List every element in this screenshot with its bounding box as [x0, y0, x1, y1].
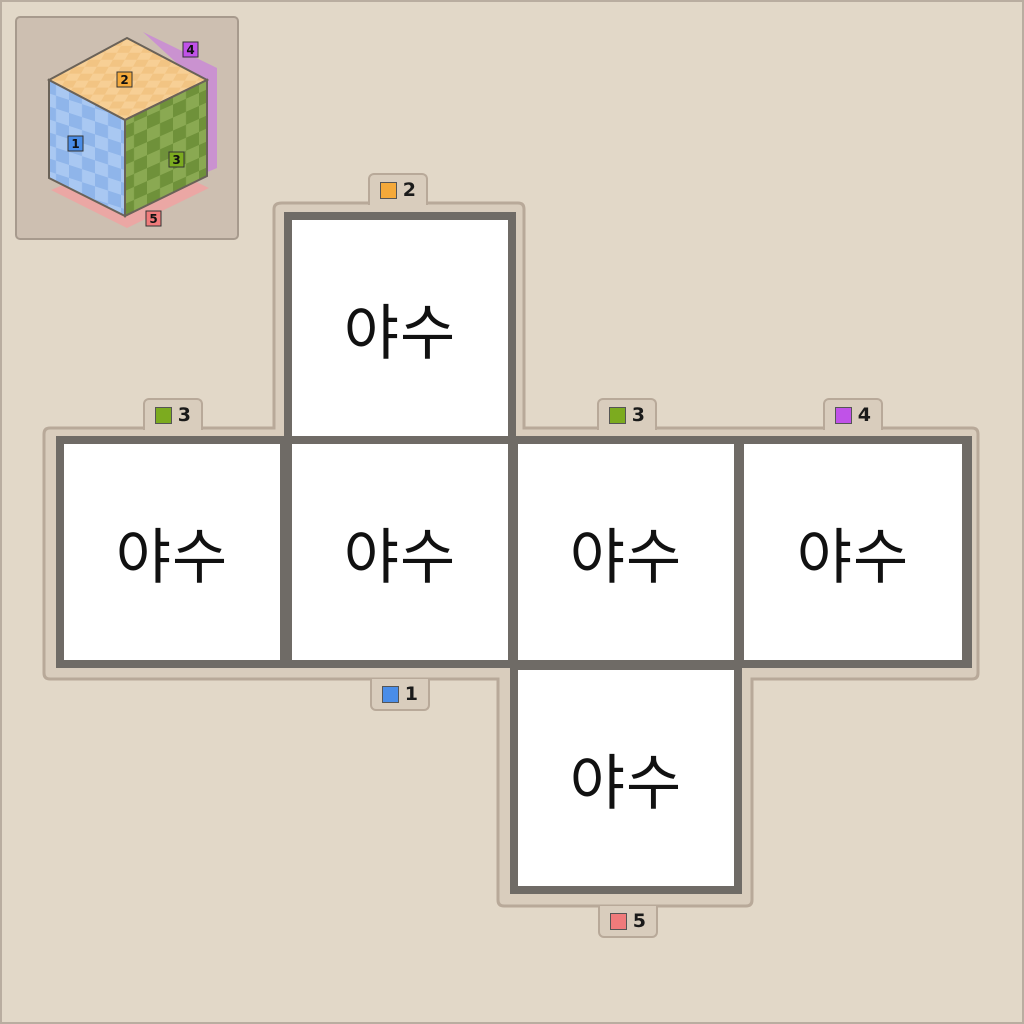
label-5: 5 — [149, 212, 157, 226]
swatch-face-3 — [609, 406, 626, 424]
cell-text: 야수 — [569, 522, 683, 593]
cell-text: 야수 — [343, 522, 457, 593]
tag-number: 2 — [402, 179, 416, 201]
tag-number: 1 — [404, 683, 418, 705]
cube-preview-graphic: 4 2 1 3 5 — [46, 32, 217, 228]
net-cell-far-right[interactable]: 야수 — [744, 444, 962, 660]
cell-text: 야수 — [796, 522, 910, 593]
label-1: 1 — [71, 137, 79, 151]
swatch-face-2 — [380, 181, 397, 199]
label-3: 3 — [172, 153, 180, 167]
tag-number: 3 — [631, 404, 645, 426]
net-cell-center[interactable]: 야수 — [292, 444, 508, 660]
cell-text: 야수 — [569, 748, 683, 819]
edge-tag-bottom: 5 — [598, 906, 658, 938]
cell-text: 야수 — [115, 522, 229, 593]
edge-tag-right: 3 — [597, 398, 657, 430]
swatch-face-4 — [835, 406, 852, 424]
tag-number: 4 — [857, 404, 871, 426]
tag-number: 3 — [177, 404, 191, 426]
edge-tag-top: 2 — [368, 173, 428, 205]
tag-number: 5 — [632, 910, 646, 932]
swatch-face-3 — [155, 406, 172, 424]
cell-text: 야수 — [343, 298, 457, 369]
net-cell-right[interactable]: 야수 — [518, 444, 734, 660]
face-3 — [124, 78, 208, 218]
swatch-face-1 — [382, 685, 399, 703]
edge-tag-left: 3 — [143, 398, 203, 430]
label-2: 2 — [120, 73, 128, 87]
swatch-face-5 — [610, 912, 627, 930]
net-cell-top[interactable]: 야수 — [292, 220, 508, 436]
label-4: 4 — [186, 43, 194, 57]
net-cell-bottom[interactable]: 야수 — [518, 670, 734, 886]
net-cell-left[interactable]: 야수 — [64, 444, 280, 660]
cube-preview: 4 2 1 3 5 — [15, 16, 239, 240]
edge-tag-center-bottom: 1 — [370, 679, 430, 711]
edge-tag-far-right: 4 — [823, 398, 883, 430]
